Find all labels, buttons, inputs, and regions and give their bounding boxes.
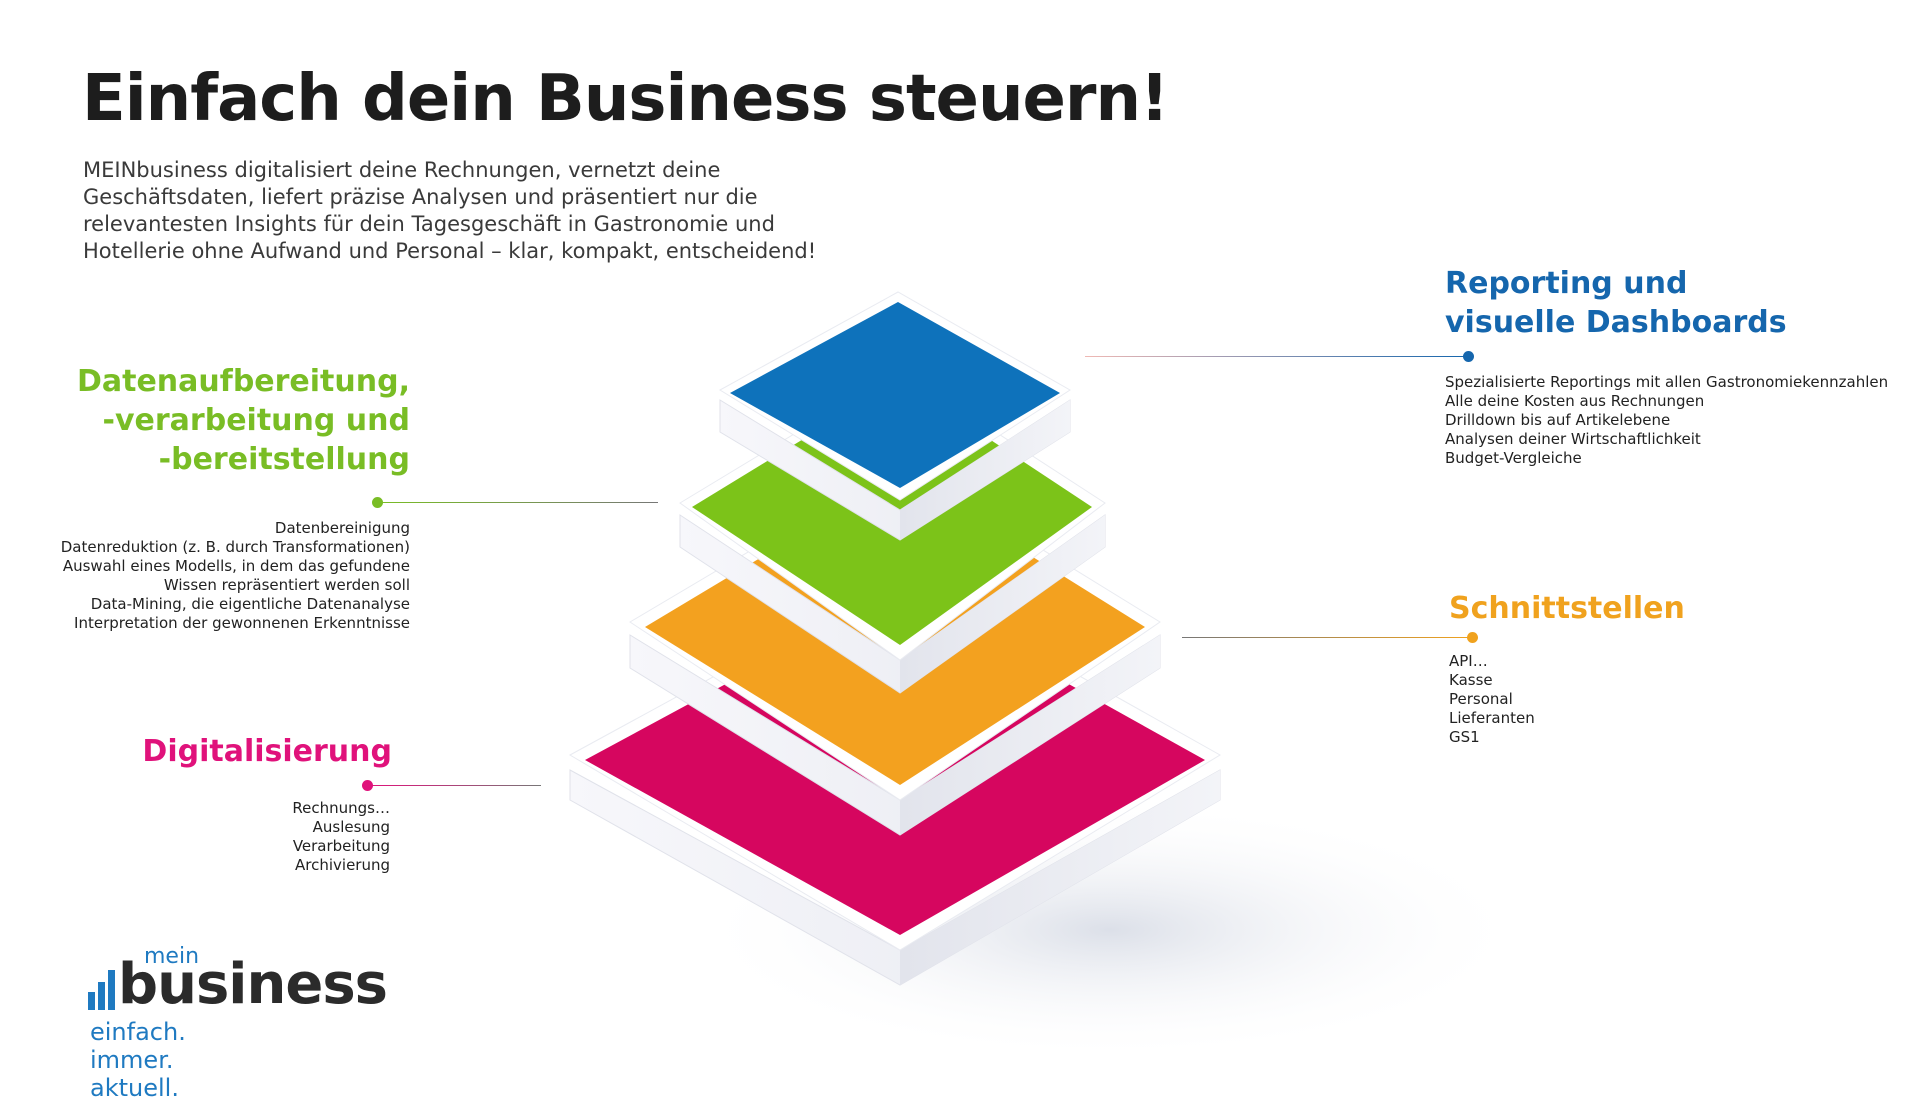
- schnittstellen-section: Schnittstellen: [1449, 589, 1685, 628]
- digitalisierung-section: Digitalisierung: [40, 732, 392, 771]
- reporting-heading: Reporting und visuelle Dashboards: [1445, 264, 1787, 342]
- reporting-list: Spezialisierte Reportings mit allen Gast…: [1445, 373, 1888, 468]
- list-item: Wissen repräsentiert werden soll: [163, 576, 410, 594]
- list-item: Interpretation der gewonnenen Erkenntnis…: [74, 614, 410, 632]
- list-item: API…: [1449, 652, 1488, 670]
- list-item: Data-Mining, die eigentliche Datenanalys…: [90, 595, 410, 613]
- datenaufbereitung-heading: Datenaufbereitung, -verarbeitung und -be…: [30, 362, 410, 479]
- datenaufbereitung-heading-line: -verarbeitung und: [102, 403, 410, 438]
- intro-line: Hotellerie ohne Aufwand und Personal – k…: [83, 239, 817, 263]
- list-item: GS1: [1449, 728, 1480, 746]
- list-item: Archivierung: [295, 856, 390, 874]
- schnittstellen-connector: [1182, 637, 1472, 638]
- intro-text: MEINbusiness digitalisiert deine Rechnun…: [83, 157, 883, 265]
- list-item: Drilldown bis auf Artikelebene: [1445, 411, 1671, 429]
- digitalisierung-dot: [362, 780, 373, 791]
- reporting-section: Reporting und visuelle Dashboards: [1445, 264, 1787, 342]
- list-item: Spezialisierte Reportings mit allen Gast…: [1445, 373, 1889, 391]
- list-item: Personal: [1449, 690, 1513, 708]
- list-item: Alle deine Kosten aus Rechnungen: [1445, 392, 1705, 410]
- list-item: Analysen deiner Wirtschaftlichkeit: [1445, 430, 1701, 448]
- logo-claim: einfach. immer. aktuell.: [90, 1018, 186, 1102]
- intro-line: MEINbusiness digitalisiert deine Rechnun…: [83, 158, 721, 182]
- reporting-dot: [1463, 351, 1474, 362]
- digitalisierung-list: Rechnungs… Auslesung Verarbeitung Archiv…: [40, 799, 390, 875]
- digitalisierung-heading: Digitalisierung: [40, 732, 392, 771]
- datenaufbereitung-list: Datenbereinigung Datenreduktion (z. B. d…: [30, 519, 410, 633]
- reporting-heading-line: Reporting und: [1445, 266, 1688, 301]
- logo-mein-text: mein: [144, 944, 200, 969]
- layer-reporting: [719, 291, 1071, 541]
- list-item: Auslesung: [312, 818, 390, 836]
- schnittstellen-heading-line: Schnittstellen: [1449, 591, 1685, 626]
- digitalisierung-heading-line: Digitalisierung: [142, 734, 392, 769]
- layer-top-blue: [730, 302, 1060, 488]
- list-item: Budget-Vergleiche: [1445, 449, 1582, 467]
- datenaufbereitung-heading-line: -bereitstellung: [158, 442, 410, 477]
- list-item: Verarbeitung: [292, 837, 390, 855]
- list-item: Datenbereinigung: [274, 519, 410, 537]
- datenaufbereitung-dot: [372, 497, 383, 508]
- list-item: Lieferanten: [1449, 709, 1535, 727]
- intro-line: Geschäftsdaten, liefert präzise Analysen…: [83, 185, 758, 209]
- datenaufbereitung-section: Datenaufbereitung, -verarbeitung und -be…: [30, 362, 410, 479]
- list-item: Auswahl eines Modells, in dem das gefund…: [62, 557, 410, 575]
- schnittstellen-list: API… Kasse Personal Lieferanten GS1: [1449, 652, 1535, 747]
- datenaufbereitung-connector: [378, 502, 658, 503]
- list-item: Kasse: [1449, 671, 1493, 689]
- reporting-connector: [1085, 356, 1468, 357]
- bar-chart-icon: [88, 970, 116, 1010]
- intro-line: relevantesten Insights für dein Tagesges…: [83, 212, 775, 236]
- page-title: Einfach dein Business steuern!: [82, 62, 1169, 136]
- list-item: Rechnungs…: [292, 799, 390, 817]
- logo-wordmark: business: [118, 952, 388, 1017]
- digitalisierung-connector: [368, 785, 541, 786]
- datenaufbereitung-heading-line: Datenaufbereitung,: [76, 364, 410, 399]
- list-item: Datenreduktion (z. B. durch Transformati…: [60, 538, 410, 556]
- reporting-heading-line: visuelle Dashboards: [1445, 305, 1787, 340]
- schnittstellen-dot: [1467, 632, 1478, 643]
- schnittstellen-heading: Schnittstellen: [1449, 589, 1685, 628]
